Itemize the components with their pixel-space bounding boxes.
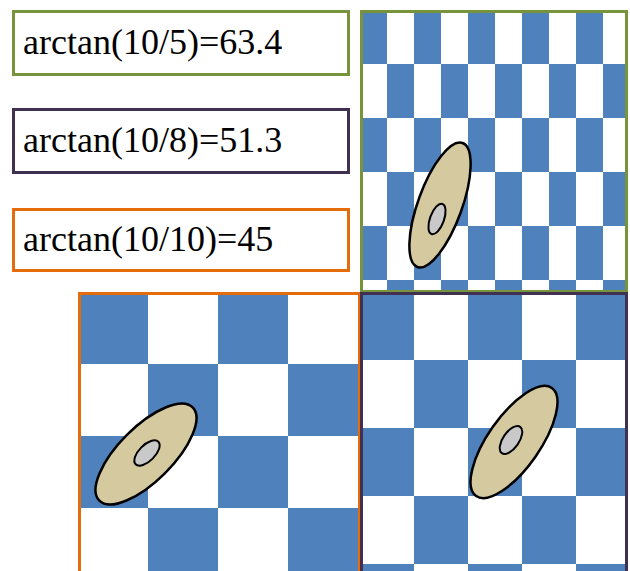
checker-square [495,172,522,226]
checker-square [468,10,495,64]
checker-square [288,364,358,436]
checker-square [360,428,414,496]
checker-square [360,10,387,64]
checker-square [360,118,387,172]
label-box: arctan(10/8)=51.3 [12,108,350,174]
checker-square [360,292,414,360]
checker-square [576,564,628,571]
disc-hole [495,422,526,457]
checker-square [549,64,576,118]
checker-square [387,64,414,118]
disc-hole [130,436,164,470]
angle-formula: arctan(10/8)=51.3 [23,121,282,161]
disc-figure [455,373,573,511]
checkerboard [360,10,628,292]
checker-square [576,226,603,280]
panel-border [362,294,627,571]
disc-figure [397,135,483,274]
checker-square [78,292,148,364]
checkerboard [360,292,628,571]
checker-square [495,64,522,118]
checker-square [414,360,468,428]
checker-square [414,10,441,64]
checker-square [576,428,628,496]
checker-square [603,64,628,118]
checkerboard [78,292,360,571]
checker-square [603,172,628,226]
checker-square [468,564,522,571]
checker-square [441,64,468,118]
checker-square [288,508,358,571]
checker-square [468,292,522,360]
checker-square [522,118,549,172]
checker-square [387,172,414,226]
label-box: arctan(10/5)=63.4 [12,10,350,76]
checker-square [218,436,288,508]
panel-border [80,294,360,571]
disc-ellipse [397,135,483,274]
checker-square [468,226,495,280]
checker-square [576,292,628,360]
disc-ellipse [80,388,212,520]
checker-square [360,226,387,280]
label-box: arctan(10/10)=45 [12,208,350,272]
checker-square [522,10,549,64]
checker-square [468,118,495,172]
panel-border [362,12,627,292]
disc-ellipse [455,373,573,511]
checker-square [414,496,468,564]
checker-square [218,292,288,364]
disc-hole [425,202,449,237]
checker-square [522,496,576,564]
checker-square [549,172,576,226]
angle-formula: arctan(10/5)=63.4 [23,23,282,63]
checker-square [576,118,603,172]
checker-square [148,508,218,571]
checker-square [576,10,603,64]
checker-square [360,564,414,571]
checker-square [522,226,549,280]
angle-formula: arctan(10/10)=45 [23,220,273,260]
disc-figure [80,388,212,520]
